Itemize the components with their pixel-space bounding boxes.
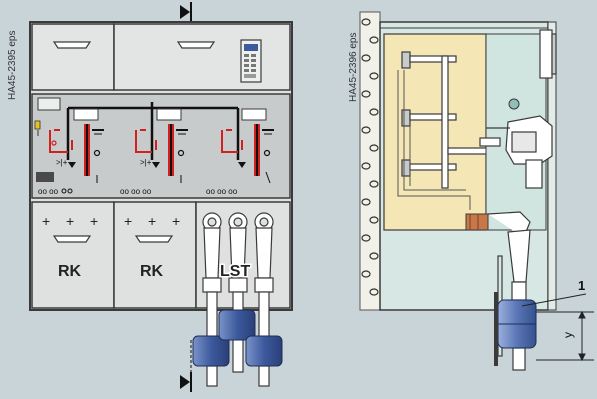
label-window-3 <box>241 108 267 121</box>
plus-2c: + <box>172 213 180 229</box>
cable-panel-rk-2 <box>113 201 197 309</box>
indicator-dot <box>508 98 520 110</box>
svg-text:>|+: >|+ <box>56 158 68 167</box>
svg-text:oo oo oo: oo oo oo <box>120 187 152 196</box>
svg-text:>|+: >|+ <box>140 158 152 167</box>
dimension-label: y <box>561 332 575 338</box>
cable-handle-2 <box>134 235 174 243</box>
plus-1c: + <box>90 213 98 229</box>
rk-label-right: RK <box>140 263 164 280</box>
lst-label: LST <box>220 263 250 280</box>
lv-compartment-right <box>113 23 291 91</box>
side-front-panel <box>547 21 557 311</box>
rk-label-left: RK <box>58 263 82 280</box>
handle-left <box>52 41 92 49</box>
label-window-1 <box>73 108 99 121</box>
cable-handle-1 <box>52 235 92 243</box>
mimic-feeder-2: >|+ oo oo oo <box>120 124 188 196</box>
mimic-feeder-3: oo oo oo <box>206 124 274 196</box>
left-drawing-id: HA45-2395 eps <box>7 31 18 101</box>
handle-right <box>176 41 216 49</box>
label-window-2 <box>156 108 182 121</box>
callout-leader <box>521 293 587 307</box>
cable-terminations <box>202 212 274 293</box>
gas-tank <box>383 33 487 231</box>
mimic-feeder-1: >|+ oo oo <box>36 124 104 196</box>
cable-panel-rk-1 <box>31 201 115 309</box>
plus-2b: + <box>148 213 156 229</box>
lv-compartment-left <box>31 23 115 91</box>
indicator-lamp <box>34 120 41 130</box>
mechanism-housing <box>485 33 547 231</box>
tank-busbars <box>397 51 489 210</box>
dimension-y <box>536 310 594 362</box>
bottom-section-marker <box>180 340 192 392</box>
operating-mechanism <box>479 29 557 189</box>
current-transformers <box>192 309 283 367</box>
svg-text:oo oo: oo oo <box>38 187 59 196</box>
floor-plinth <box>494 292 498 366</box>
right-drawing-id: HA45-2396 eps <box>348 33 359 103</box>
plus-2a: + <box>124 213 132 229</box>
cable-bushing <box>465 213 489 231</box>
plus-1b: + <box>66 213 74 229</box>
plus-1a: + <box>42 213 50 229</box>
wall-hatching <box>361 18 379 296</box>
callout-number: 1 <box>578 278 585 293</box>
control-panel-left-block <box>37 97 61 111</box>
protection-relay <box>240 39 262 83</box>
svg-text:oo oo oo: oo oo oo <box>206 187 238 196</box>
